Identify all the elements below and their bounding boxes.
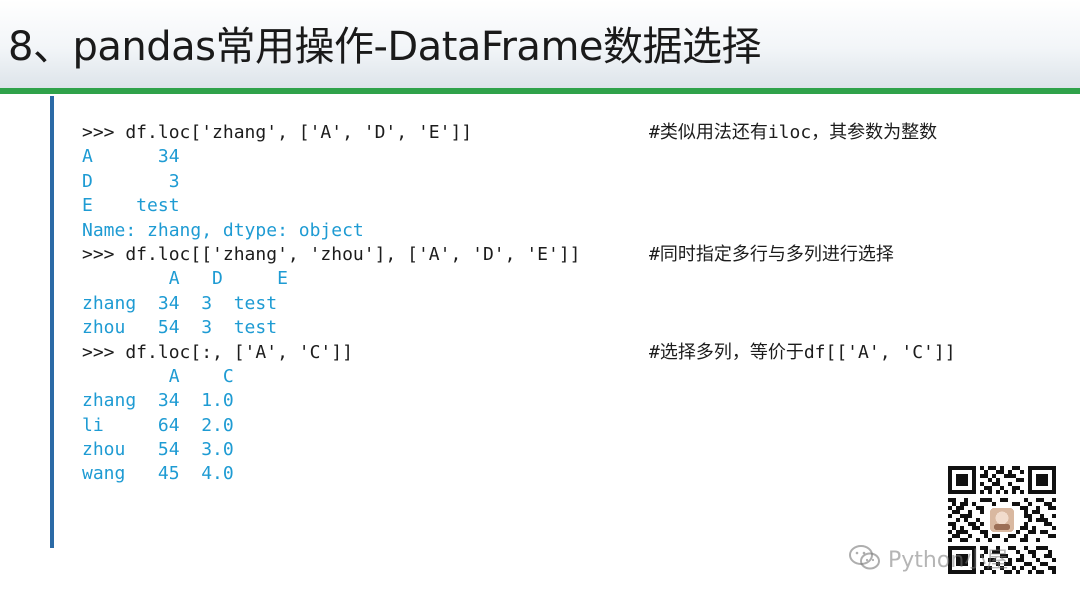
slide-title: 8、pandas常用操作-DataFrame数据选择 <box>8 24 762 70</box>
code-output: D 3 <box>82 170 180 192</box>
code-command: >>> df.loc[:, ['A', 'C']] <box>82 341 353 363</box>
code-output: zhou 54 3 test <box>82 317 278 339</box>
code-output: li 64 2.0 <box>82 414 234 436</box>
code-line: E test <box>82 194 581 218</box>
watermark: Python小屋 <box>848 542 1008 574</box>
code-output: A C <box>82 365 234 387</box>
code-comment: #选择多列，等价于df[['A', 'C']] <box>649 341 956 363</box>
code-output: A D E <box>82 268 288 290</box>
code-line: >>> df.loc['zhang', ['A', 'D', 'E']] #类似用… <box>82 121 937 145</box>
code-line: A D E <box>82 267 581 291</box>
code-output: Name: zhang, dtype: object <box>82 219 364 241</box>
code-line: li 64 2.0 <box>82 414 581 438</box>
watermark-text: Python小屋 <box>888 548 1009 573</box>
code-output: zhang 34 1.0 <box>82 390 234 412</box>
code-line: zhou 54 3.0 <box>82 438 581 462</box>
code-line: Name: zhang, dtype: object <box>82 219 581 243</box>
code-line: A 34 <box>82 145 581 169</box>
code-line: A C <box>82 365 581 389</box>
code-block: >>> df.loc['zhang', ['A', 'D', 'E']] #类似用… <box>82 121 956 487</box>
code-line: >>> df.loc[:, ['A', 'C']] #选择多列，等价于df[['A… <box>82 341 956 365</box>
code-output: zhang 34 3 test <box>82 292 278 314</box>
code-line: D 3 <box>82 170 581 194</box>
code-command: >>> df.loc[['zhang', 'zhou'], ['A', 'D',… <box>82 243 581 265</box>
code-output: zhou 54 3.0 <box>82 439 234 461</box>
qr-code <box>944 462 1060 578</box>
wechat-icon <box>849 545 880 570</box>
left-accent-bar <box>50 96 54 548</box>
code-output: E test <box>82 195 180 217</box>
code-line: >>> df.loc[['zhang', 'zhou'], ['A', 'D',… <box>82 243 894 267</box>
code-comment: #同时指定多行与多列进行选择 <box>649 243 894 265</box>
code-output: A 34 <box>82 146 180 168</box>
code-line: zhang 34 3 test <box>82 292 581 316</box>
code-output: wang 45 4.0 <box>82 463 234 485</box>
title-divider <box>0 88 1080 94</box>
code-comment: #类似用法还有iloc，其参数为整数 <box>649 122 938 143</box>
code-line: wang 45 4.0 <box>82 462 581 486</box>
title-bar: 8、pandas常用操作-DataFrame数据选择 <box>0 0 1080 88</box>
code-command: >>> df.loc['zhang', ['A', 'D', 'E']] <box>82 122 473 143</box>
code-line: zhang 34 1.0 <box>82 389 581 413</box>
code-line: zhou 54 3 test <box>82 316 581 340</box>
